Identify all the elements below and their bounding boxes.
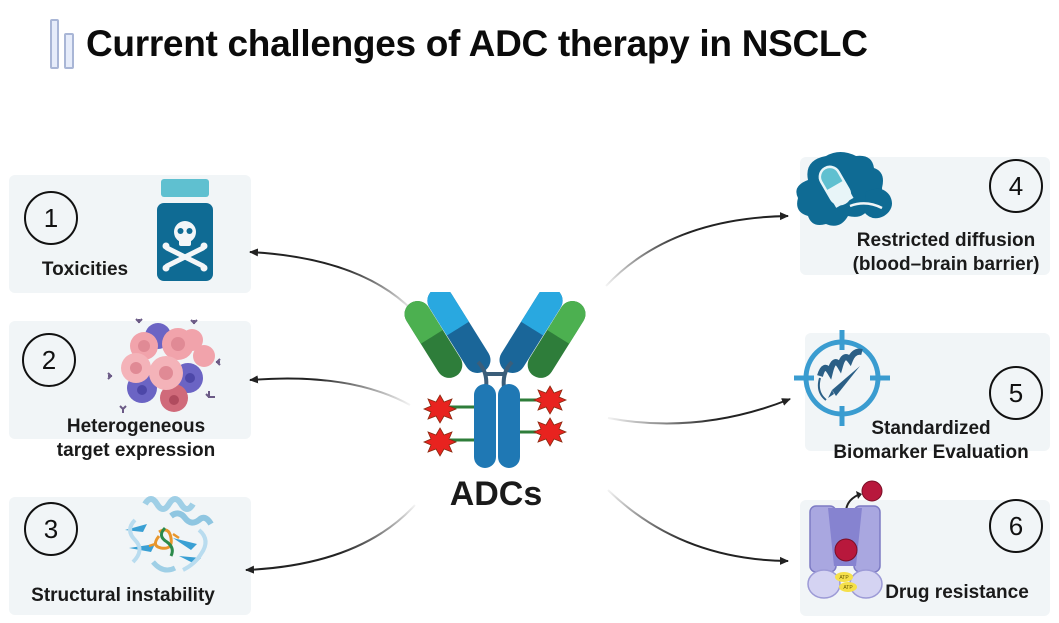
label-line: Standardized xyxy=(871,418,991,439)
page-title: Current challenges of ADC therapy in NSC… xyxy=(86,23,868,64)
challenge-label-5: Standardized Biomarker Evaluation xyxy=(818,417,1044,465)
challenge-label-2: Heterogeneous target expression xyxy=(36,415,236,463)
drug-molecule xyxy=(834,538,858,562)
header: Current challenges of ADC therapy in NSC… xyxy=(46,16,868,72)
biomarker-target-icon xyxy=(794,330,890,426)
arrow-to-toxicities xyxy=(249,248,413,311)
bar-chart-icon xyxy=(46,17,80,71)
protein-structure-icon xyxy=(125,496,214,573)
label-line: target expression xyxy=(56,440,216,461)
brain-pill-icon xyxy=(796,152,892,226)
label-line: Drug resistance xyxy=(885,582,1029,603)
challenge-number-2: 2 xyxy=(22,333,76,387)
atp-label: ATP xyxy=(839,575,849,581)
challenge-number-4: 4 xyxy=(989,159,1043,213)
label-line: Toxicities xyxy=(41,259,129,280)
challenge-label-6: Drug resistance xyxy=(874,581,1040,605)
center-label: ADCs xyxy=(449,475,543,513)
tumor-cells-icon xyxy=(107,318,221,413)
challenge-number-5: 5 xyxy=(989,366,1043,420)
label-line: Structural instability xyxy=(31,585,215,606)
arrow-to-drug-resistance xyxy=(607,489,789,565)
drug-molecule xyxy=(861,480,883,502)
arrow-to-restricted-diffusion xyxy=(605,212,789,287)
challenge-label-4: Restricted diffusion (blood–brain barrie… xyxy=(836,229,1056,277)
label-line: Heterogeneous xyxy=(66,416,206,437)
payload xyxy=(422,394,458,424)
label-line: (blood–brain barrier) xyxy=(852,254,1040,275)
label-line: Biomarker Evaluation xyxy=(833,442,1029,463)
challenge-number-6: 6 xyxy=(989,499,1043,553)
efflux-pump-icon: ATP ATP xyxy=(807,480,883,599)
atp-label: ATP xyxy=(843,585,853,591)
challenge-number-1: 1 xyxy=(24,191,78,245)
arrow-to-biomarker xyxy=(607,398,791,425)
payload xyxy=(532,417,568,447)
poison-bottle-icon xyxy=(157,179,213,281)
payload xyxy=(532,385,568,415)
arrow-to-structural xyxy=(245,504,416,574)
antibody-drug-conjugate-icon xyxy=(404,292,586,468)
challenge-label-1: Toxicities xyxy=(22,258,148,282)
challenge-label-3: Structural instability xyxy=(18,584,228,608)
arrow-to-heterogeneous xyxy=(249,375,411,406)
payload xyxy=(422,427,458,457)
challenge-number-3: 3 xyxy=(24,502,78,556)
label-line: Restricted diffusion xyxy=(856,230,1036,251)
